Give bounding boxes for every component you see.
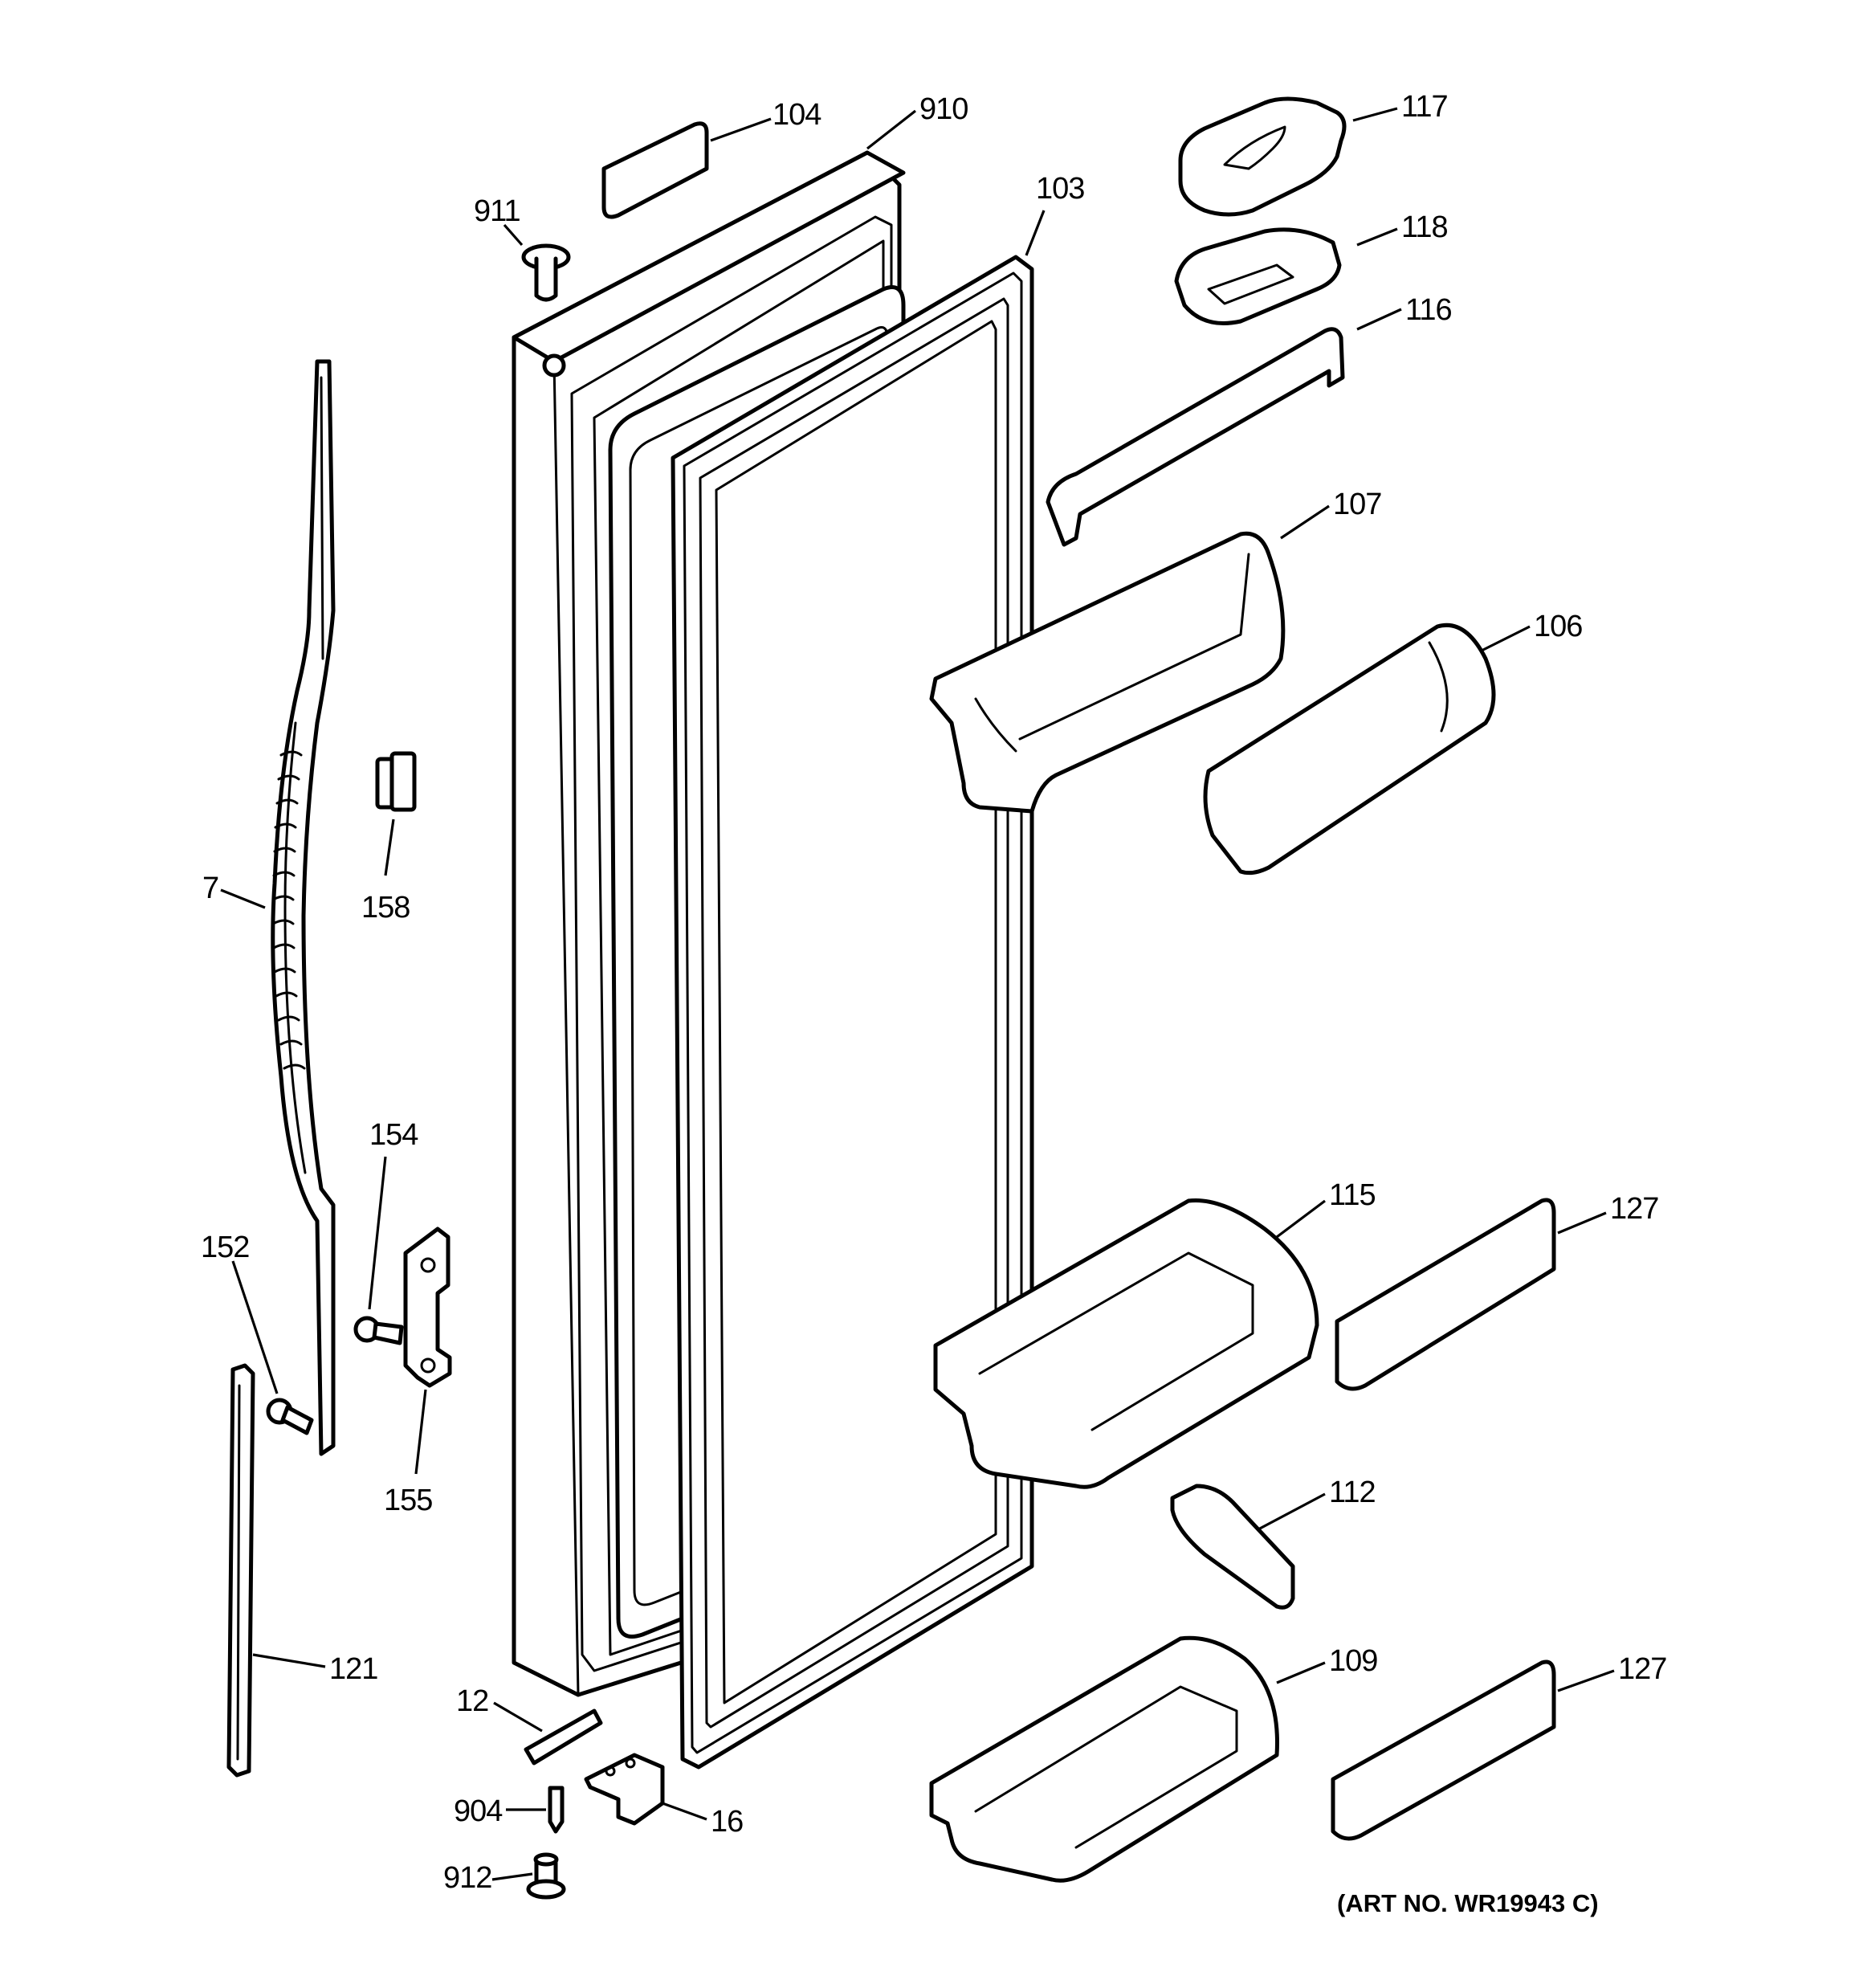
callout-118: 118 — [1401, 210, 1448, 244]
screw-152 — [266, 1398, 314, 1435]
callout-152: 152 — [201, 1231, 249, 1264]
callout-158: 158 — [361, 891, 410, 925]
callout-7: 7 — [202, 872, 218, 905]
handle-trim-strip — [226, 1363, 255, 1778]
callout-154: 154 — [369, 1118, 418, 1152]
cover-127-lower — [1331, 1659, 1556, 1841]
callout-904: 904 — [454, 1794, 503, 1828]
callout-labels: 104 910 911 103 117 118 116 107 106 7 15… — [201, 90, 1667, 1895]
holder-118 — [1174, 227, 1342, 325]
callout-116: 116 — [1405, 293, 1452, 327]
handle-grip-ribs — [271, 750, 306, 1070]
callout-12: 12 — [456, 1684, 488, 1718]
callout-104: 104 — [773, 98, 821, 132]
door-handle — [271, 359, 336, 1456]
callout-155: 155 — [384, 1484, 432, 1517]
rail-116 — [1046, 327, 1345, 547]
callout-107: 107 — [1333, 488, 1381, 521]
door-bin-107 — [929, 531, 1286, 814]
hinge-plate-12 — [524, 1708, 603, 1766]
callout-911: 911 — [474, 194, 520, 228]
cover-127-upper — [1335, 1198, 1556, 1391]
door-bin-115 — [933, 1198, 1319, 1489]
cover-104 — [601, 121, 709, 219]
callout-16: 16 — [711, 1805, 743, 1839]
callout-109: 109 — [1329, 1644, 1377, 1678]
cap-912 — [526, 1852, 566, 1900]
callout-103: 103 — [1036, 172, 1084, 206]
door-gasket — [671, 255, 1034, 1770]
screw-154 — [353, 1316, 404, 1345]
callout-910: 910 — [919, 92, 968, 126]
cover-117 — [1178, 96, 1347, 217]
cover-106 — [1203, 623, 1496, 876]
callout-115: 115 — [1329, 1178, 1376, 1212]
part-158 — [375, 751, 417, 812]
bracket-155 — [403, 1227, 452, 1388]
callout-912: 912 — [443, 1861, 491, 1895]
screw-904 — [548, 1786, 565, 1834]
cap-911 — [521, 243, 571, 302]
callout-121: 121 — [329, 1652, 377, 1686]
part-112 — [1170, 1484, 1295, 1610]
callout-117: 117 — [1401, 90, 1448, 124]
callout-106: 106 — [1534, 610, 1582, 643]
leader-lines — [220, 107, 1615, 1881]
art-number: (ART NO. WR19943 C) — [1337, 1889, 1599, 1917]
door-bin-109 — [929, 1635, 1279, 1883]
callout-127-upper: 127 — [1610, 1192, 1658, 1226]
callout-127-lower: 127 — [1618, 1652, 1666, 1686]
hinge-block-16 — [584, 1753, 665, 1826]
callout-112: 112 — [1329, 1476, 1376, 1509]
